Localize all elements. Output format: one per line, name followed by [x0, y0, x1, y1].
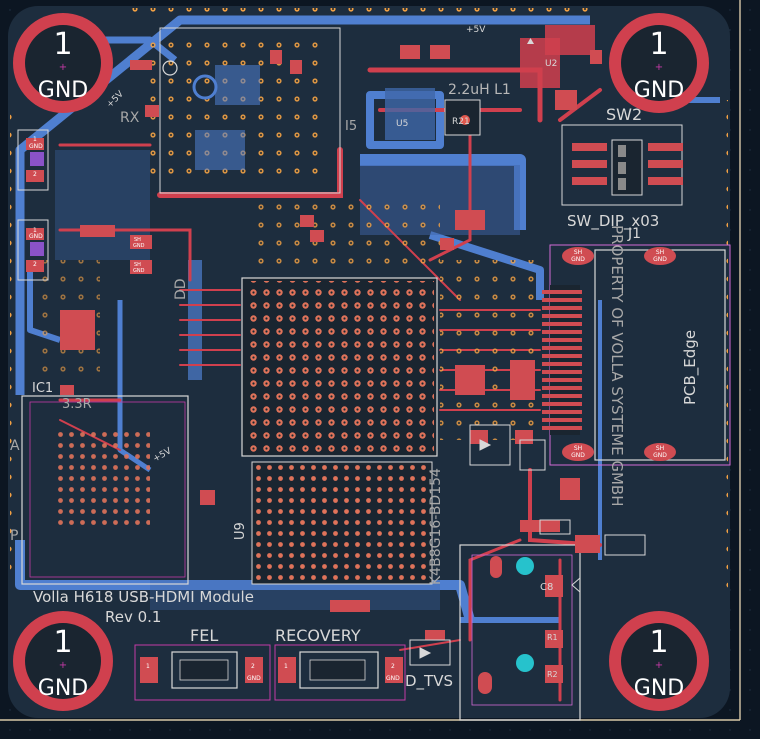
svg-text:+: +	[655, 62, 663, 73]
pad-label: 1	[284, 663, 288, 670]
svg-text:+: +	[59, 660, 67, 671]
copyright-label: PROPERTY OF VOLLA SYSTEME GMBH	[608, 225, 626, 506]
ram-bga-footprint	[251, 461, 433, 585]
mounting-hole-top-left: 1 GND +	[13, 13, 113, 113]
mounting-hole-bottom-left: 1 GND +	[13, 611, 113, 711]
u2-label: U2	[545, 59, 557, 69]
svg-text:+: +	[59, 62, 67, 73]
pad-label: 1	[146, 663, 150, 670]
mounting-hole-number: 1	[649, 625, 668, 660]
d-tvs-label: D_TVS	[405, 672, 453, 691]
ic1-label: IC1	[32, 381, 53, 396]
mounting-hole-top-right: 1 GND +	[609, 13, 709, 113]
j1-shield-pads: SH GND SH GND SH GND SH GND	[562, 247, 676, 461]
l1-label: 2.2uH L1	[448, 82, 511, 98]
label-3v3: 3.3R	[62, 397, 92, 412]
status-leds	[17, 129, 49, 281]
mounting-hole-number: 1	[649, 27, 668, 62]
j1-label: J1	[627, 226, 641, 242]
fel-button-footprint	[134, 644, 271, 701]
label-a: A	[10, 438, 20, 454]
label-5v-top: +5V	[466, 25, 486, 35]
shield-pad-net: GND	[653, 256, 667, 263]
r2-label: R2	[547, 670, 558, 679]
mounting-hole-number: 1	[53, 27, 72, 62]
r21-label: R21	[452, 117, 470, 127]
mounting-hole-net: GND	[38, 676, 88, 701]
cpu-bga-footprint	[241, 277, 438, 457]
mounting-hole-net: GND	[634, 78, 684, 103]
power-section	[159, 27, 341, 194]
shield-pad-net: GND	[571, 256, 585, 263]
mounting-hole-number: 1	[53, 625, 72, 660]
mounting-hole-net: GND	[634, 676, 684, 701]
regulator-area	[385, 25, 595, 140]
recovery-label: RECOVERY	[275, 626, 361, 645]
shield-pad-label: SH	[656, 249, 664, 256]
ram-part-label: K4B8G16-BD154	[428, 468, 444, 585]
board-revision: Rev 0.1	[105, 608, 161, 626]
pad-label: 2	[33, 171, 37, 178]
pad-label: GND	[386, 675, 400, 682]
recovery-button-footprint	[274, 644, 406, 701]
pcb-edge-label: PCB_Edge	[681, 330, 700, 405]
j1-edge-connector	[542, 244, 731, 466]
via-field-mid	[250, 200, 440, 270]
pad-label: 2	[33, 261, 37, 268]
left-shield-pads: SH GND SH GND	[130, 235, 152, 274]
mounting-hole-net: GND	[38, 78, 88, 103]
usb-connector-area	[459, 544, 581, 721]
shield-pad-label: SH	[574, 249, 582, 256]
pad-label: GND	[247, 675, 261, 682]
mounting-hole-bottom-right: 1 GND +	[609, 611, 709, 711]
back-plane-bottom	[150, 580, 440, 610]
pad-label: 2	[251, 663, 255, 670]
pad-label: 1	[33, 227, 37, 234]
fel-label: FEL	[190, 626, 218, 645]
ic1-footprint	[21, 395, 189, 585]
shield-pad-label: SH	[574, 445, 582, 452]
label-i5: I5	[345, 119, 357, 134]
sw2-dip-switch	[561, 124, 683, 206]
shield-pad-label: SH	[134, 237, 141, 243]
pad-label: GND	[29, 233, 43, 240]
label-dd: DD	[173, 278, 189, 300]
pad-label: 1	[33, 136, 37, 143]
shield-pad-net: GND	[133, 268, 145, 274]
sw2-label: SW2	[606, 105, 642, 124]
c8-label: C8	[540, 582, 553, 593]
r1-label: R1	[547, 633, 558, 642]
sw-dip-label: SW_DIP_x03	[567, 212, 659, 231]
board-title: Volla H618 USB-HDMI Module	[33, 588, 254, 606]
pad-labels: 1 GND 2 1 GND 2 1 2 GND 1 2 GND	[29, 136, 400, 682]
svg-text:+: +	[655, 660, 663, 671]
shield-pad-label: SH	[656, 445, 664, 452]
via-field-right	[440, 260, 540, 440]
diodes	[409, 424, 646, 666]
pad-label: 2	[391, 663, 395, 670]
silkscreen-layer: Volla H618 USB-HDMI Module Rev 0.1 FEL R…	[10, 25, 700, 691]
shield-pad-label: SH	[134, 262, 141, 268]
rx-label: RX	[120, 110, 140, 126]
shield-pad-net: GND	[653, 452, 667, 459]
shield-pad-net: GND	[571, 452, 585, 459]
shield-pad-net: GND	[133, 243, 145, 249]
label-p: P	[10, 528, 18, 544]
u9-label: U9	[233, 522, 248, 540]
pad-label: GND	[29, 143, 43, 150]
u5-label: U5	[396, 119, 408, 129]
